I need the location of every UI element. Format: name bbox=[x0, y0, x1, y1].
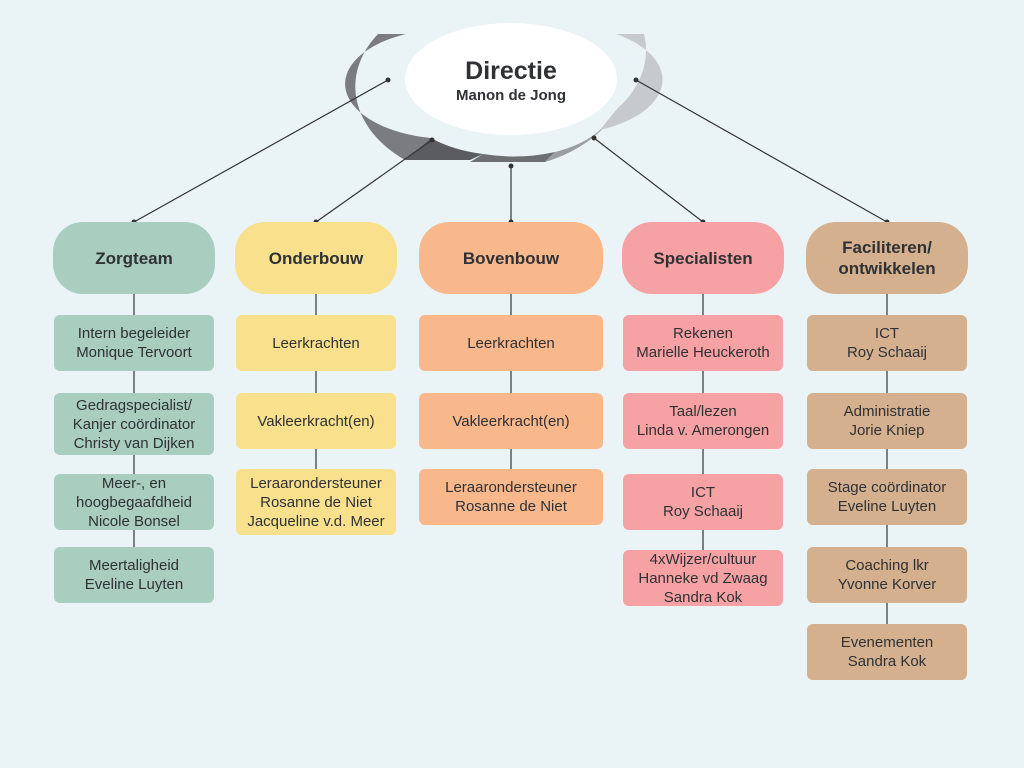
role-box-specialisten: ICT Roy Schaaij bbox=[623, 474, 783, 530]
role-box-line: Linda v. Amerongen bbox=[636, 422, 770, 439]
header-specialisten: Specialisten bbox=[622, 222, 784, 294]
role-box-line: Gedragspecialist/ bbox=[76, 396, 192, 414]
role-box-line: Vakleerkracht(en) bbox=[452, 412, 570, 430]
hub-ring bbox=[345, 23, 663, 162]
role-box-line: Eveline Luyten bbox=[84, 576, 184, 593]
connector-directie-onderbouw bbox=[315, 139, 433, 223]
role-box-line: Monique Tervoort bbox=[76, 344, 192, 361]
role-box-line: Jacqueline v.d. Meer bbox=[247, 512, 385, 530]
role-box-line: Coaching lkr bbox=[845, 557, 929, 574]
header-faciliteren-line: ontwikkelen bbox=[838, 259, 936, 278]
role-box-line: Meertaligheid bbox=[88, 557, 180, 574]
connector-directie-specialisten bbox=[593, 137, 704, 223]
ring-segment-2 bbox=[405, 138, 483, 160]
role-box-faciliteren: ICT Roy Schaaij bbox=[807, 315, 967, 371]
connector-dot-hub-onderbouw bbox=[429, 137, 435, 143]
role-box-line: Stage coördinator bbox=[827, 479, 947, 496]
role-box-bovenbouw: Leerkrachten bbox=[419, 315, 603, 371]
header-zorgteam: Zorgteam bbox=[53, 222, 215, 294]
role-box-bovenbouw: Vakleerkracht(en) bbox=[419, 393, 603, 449]
role-box-line: Jorie Kniep bbox=[849, 422, 925, 439]
ring-segment-4 bbox=[545, 108, 618, 162]
role-box-line: Sandra Kok bbox=[663, 588, 743, 606]
role-box-line: Eveline Luyten bbox=[837, 498, 937, 515]
header-onderbouw: Onderbouw bbox=[235, 222, 397, 294]
role-box-line: Administratie bbox=[843, 403, 931, 420]
ring-segment-5 bbox=[600, 34, 663, 130]
ring-segment-3 bbox=[470, 152, 555, 162]
role-box-line: Rekenen bbox=[672, 325, 734, 342]
connector-dot-hub-specialisten bbox=[591, 135, 597, 141]
directie-name: Manon de Jong bbox=[456, 87, 566, 104]
connector-dot-hub-bovenbouw bbox=[508, 163, 514, 169]
role-box-line: Marielle Heuckeroth bbox=[636, 344, 770, 361]
role-box-line: Kanjer coördinator bbox=[72, 415, 196, 433]
role-box-line: Christy van Dijken bbox=[73, 434, 195, 452]
role-box-line: Leraarondersteuner bbox=[445, 479, 577, 496]
role-box-onderbouw: Leerkrachten bbox=[236, 315, 396, 371]
hub-ellipse bbox=[405, 23, 617, 135]
connector-directie-faciliteren bbox=[635, 79, 888, 223]
connector-directie-zorgteam bbox=[133, 79, 389, 223]
directie-title: Directie bbox=[465, 57, 557, 85]
role-box-line: Taal/lezen bbox=[669, 403, 737, 420]
role-box-line: 4xWijzer/cultuur bbox=[649, 550, 757, 568]
role-box-line: Leerkrachten bbox=[272, 334, 360, 352]
role-box-line: ICT bbox=[874, 325, 900, 342]
role-box-line: Nicole Bonsel bbox=[88, 512, 180, 530]
directie-node: Directie Manon de Jong bbox=[405, 26, 617, 136]
connector-dot-hub-faciliteren bbox=[633, 77, 639, 83]
role-box-line: Meer-, en bbox=[101, 474, 167, 492]
role-box-line: Roy Schaaij bbox=[846, 344, 928, 361]
role-box-line: Intern begeleider bbox=[77, 325, 191, 342]
header-bovenbouw: Bovenbouw bbox=[419, 222, 603, 294]
role-box-line: hoogbegaafdheid bbox=[76, 493, 192, 511]
header-faciliteren-line: Faciliteren/ bbox=[842, 238, 932, 257]
role-box-onderbouw: Vakleerkracht(en) bbox=[236, 393, 396, 449]
ring-segment-1 bbox=[345, 34, 431, 160]
role-box-line: Evenementen bbox=[840, 634, 934, 651]
role-box-line: Rosanne de Niet bbox=[260, 493, 372, 511]
role-box-line: Vakleerkracht(en) bbox=[257, 412, 375, 430]
role-box-line: Roy Schaaij bbox=[662, 503, 744, 520]
role-box-line: Sandra Kok bbox=[847, 653, 927, 670]
role-box-line: Rosanne de Niet bbox=[455, 498, 567, 515]
role-box-line: Leerkrachten bbox=[467, 334, 555, 352]
connector-dot-hub-zorgteam bbox=[385, 77, 391, 83]
header-faciliteren: Faciliteren/ontwikkelen bbox=[806, 222, 968, 294]
role-box-line: Yvonne Korver bbox=[837, 576, 937, 593]
role-box-line: ICT bbox=[690, 484, 716, 501]
role-box-line: Hanneke vd Zwaag bbox=[638, 569, 768, 587]
role-box-line: Leraarondersteuner bbox=[250, 474, 382, 492]
